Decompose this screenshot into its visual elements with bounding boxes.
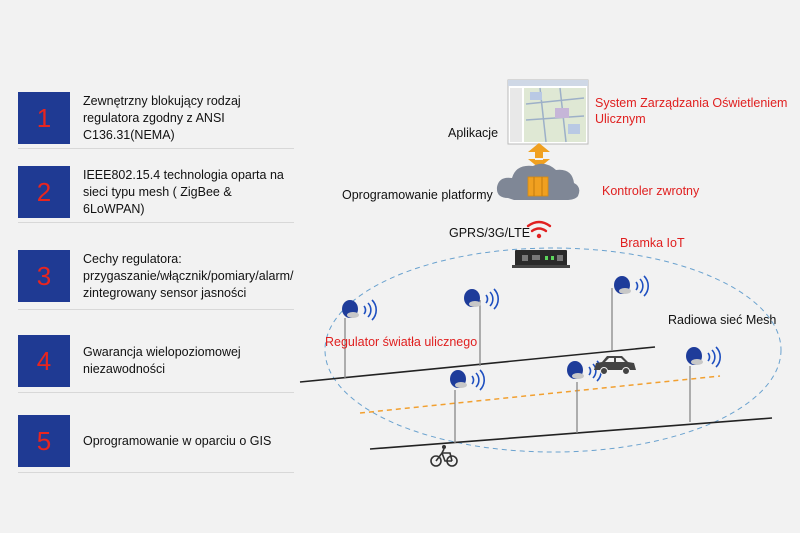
mesh-label: Radiowa sieć Mesh (668, 313, 777, 327)
feature-line: Oprogramowanie w oparciu o GIS (83, 433, 272, 448)
cloud-server-icon (496, 163, 580, 200)
feature-item-5: 5 Oprogramowanie w oparciu o GIS (18, 410, 294, 473)
feature-line: regulatora zgodny z ANSI (83, 110, 225, 125)
road-line-lower (369, 417, 773, 450)
feature-number-box: 4 (18, 335, 70, 387)
feature-number-box: 3 (18, 250, 70, 302)
feature-item-2: 2 IEEE802.15.4 technologia oparta na sie… (18, 162, 294, 223)
feature-line: IEEE802.15.4 technologia oparta na (83, 167, 284, 182)
feature-number-box: 1 (18, 92, 70, 144)
feature-line: sieci typu mesh ( ZigBee & 6LoWPAN) (83, 184, 232, 216)
regulator-icon (685, 346, 722, 368)
car-icon (594, 356, 636, 375)
feature-item-4: 4 Gwarancja wielopoziomowej niezawodnośc… (18, 330, 294, 393)
gateway-label: Bramka IoT (620, 236, 685, 250)
screenshot-map-icon (507, 79, 589, 145)
regulator-icon (341, 299, 378, 321)
feature-line: zintegrowany sensor jasności (83, 285, 247, 300)
feature-line: Gwarancja wielopoziomowej (83, 345, 241, 359)
feature-line: Zewnętrzny blokujący rodzaj (83, 93, 241, 108)
feature-number-box: 2 (18, 166, 70, 218)
feature-item-3: 3 Cechy regulatora: przygaszanie/włączni… (18, 243, 294, 310)
feature-line: przygaszanie/włącznik/pomiary/alarm/ (83, 268, 294, 283)
feature-text: Cechy regulatora: przygaszanie/włącznik/… (83, 251, 294, 302)
feature-text: Gwarancja wielopoziomowej niezawodności (83, 344, 241, 378)
feature-number-box: 5 (18, 415, 70, 467)
double-arrow-icon (528, 143, 550, 168)
regulator-icon (449, 369, 486, 391)
feature-item-1: 1 Zewnętrzny blokujący rodzaj regulatora… (18, 88, 294, 149)
feature-text: Zewnętrzny blokujący rodzaj regulatora z… (83, 93, 241, 144)
regulator-icon (463, 288, 500, 310)
bicycle-icon (430, 445, 458, 467)
wifi-icon (526, 220, 552, 239)
platform-label: Oprogramowanie platformy (342, 188, 493, 202)
pole-group (344, 288, 691, 443)
feature-line: C136.31(NEMA) (83, 127, 175, 142)
feature-text: IEEE802.15.4 technologia oparta na sieci… (83, 167, 294, 218)
regulator-icon (613, 275, 650, 297)
applications-label: Aplikacje (448, 126, 499, 140)
road-line-upper (299, 346, 656, 383)
road-center-dashed (359, 375, 721, 414)
mesh-network-ellipse (324, 247, 782, 453)
cms-label: System Zarządzania Oświetleniem Ulicznym (595, 96, 788, 126)
feature-text: Oprogramowanie w oparciu o GIS (83, 433, 271, 450)
gateway-icon (512, 250, 570, 268)
regulator-label: Regulator światła ulicznego (325, 335, 478, 349)
controller-label: Kontroler zwrotny (602, 184, 700, 198)
network-label: GPRS/3G/LTE (449, 226, 531, 240)
feature-line: Cechy regulatora: (83, 251, 182, 266)
feature-line: niezawodności (83, 362, 165, 376)
